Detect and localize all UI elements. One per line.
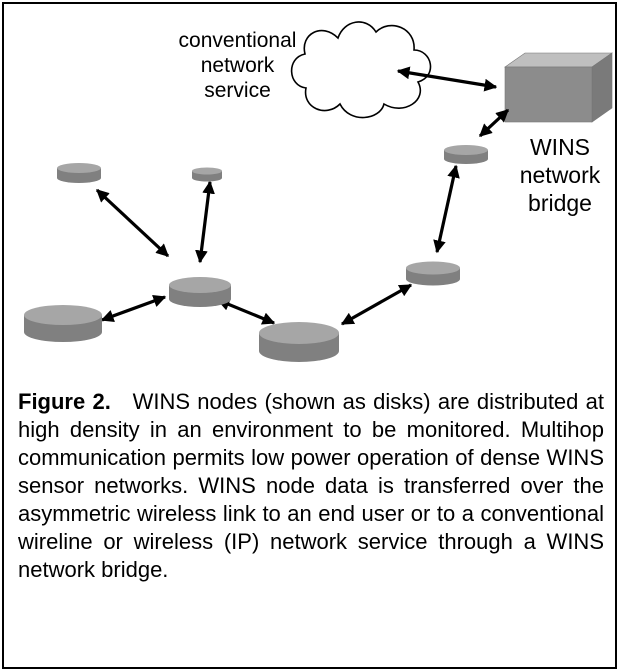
link-hub-node-g	[216, 298, 276, 325]
node-hub	[169, 277, 231, 307]
caption-text: WINS nodes (shown as disks) are distribu…	[18, 389, 604, 582]
node-b	[192, 167, 222, 182]
link-node-c-hub	[100, 294, 167, 323]
link-node-f-node-g	[340, 283, 413, 326]
bridge-label-line: network	[519, 162, 601, 188]
bridge-label: WINS network bridge	[500, 133, 619, 217]
node-g	[259, 322, 339, 362]
figure-number: Figure 2.	[18, 389, 111, 414]
figure-caption: Figure 2. WINS nodes (shown as disks) ar…	[18, 388, 604, 584]
link-cloud-bridge	[396, 66, 498, 92]
cloud-label: conventional network service	[150, 28, 325, 103]
link-node-b-hub	[195, 180, 215, 264]
node-a	[57, 163, 101, 183]
cloud-label-line: network	[200, 54, 275, 77]
bridge-label-line: bridge	[528, 190, 592, 216]
node-f	[406, 261, 460, 286]
cloud-label-line: conventional	[178, 29, 297, 52]
network-diagram	[24, 21, 613, 362]
bridge-box	[504, 52, 613, 123]
node-e	[444, 145, 488, 164]
cloud-shape	[290, 21, 432, 119]
link-node-a-hub	[95, 188, 170, 258]
node-c	[24, 305, 102, 342]
link-node-e-node-f	[433, 164, 460, 254]
link-bridge-node-e	[478, 108, 510, 138]
cloud-label-line: service	[204, 79, 271, 102]
bridge-label-line: WINS	[529, 134, 591, 160]
